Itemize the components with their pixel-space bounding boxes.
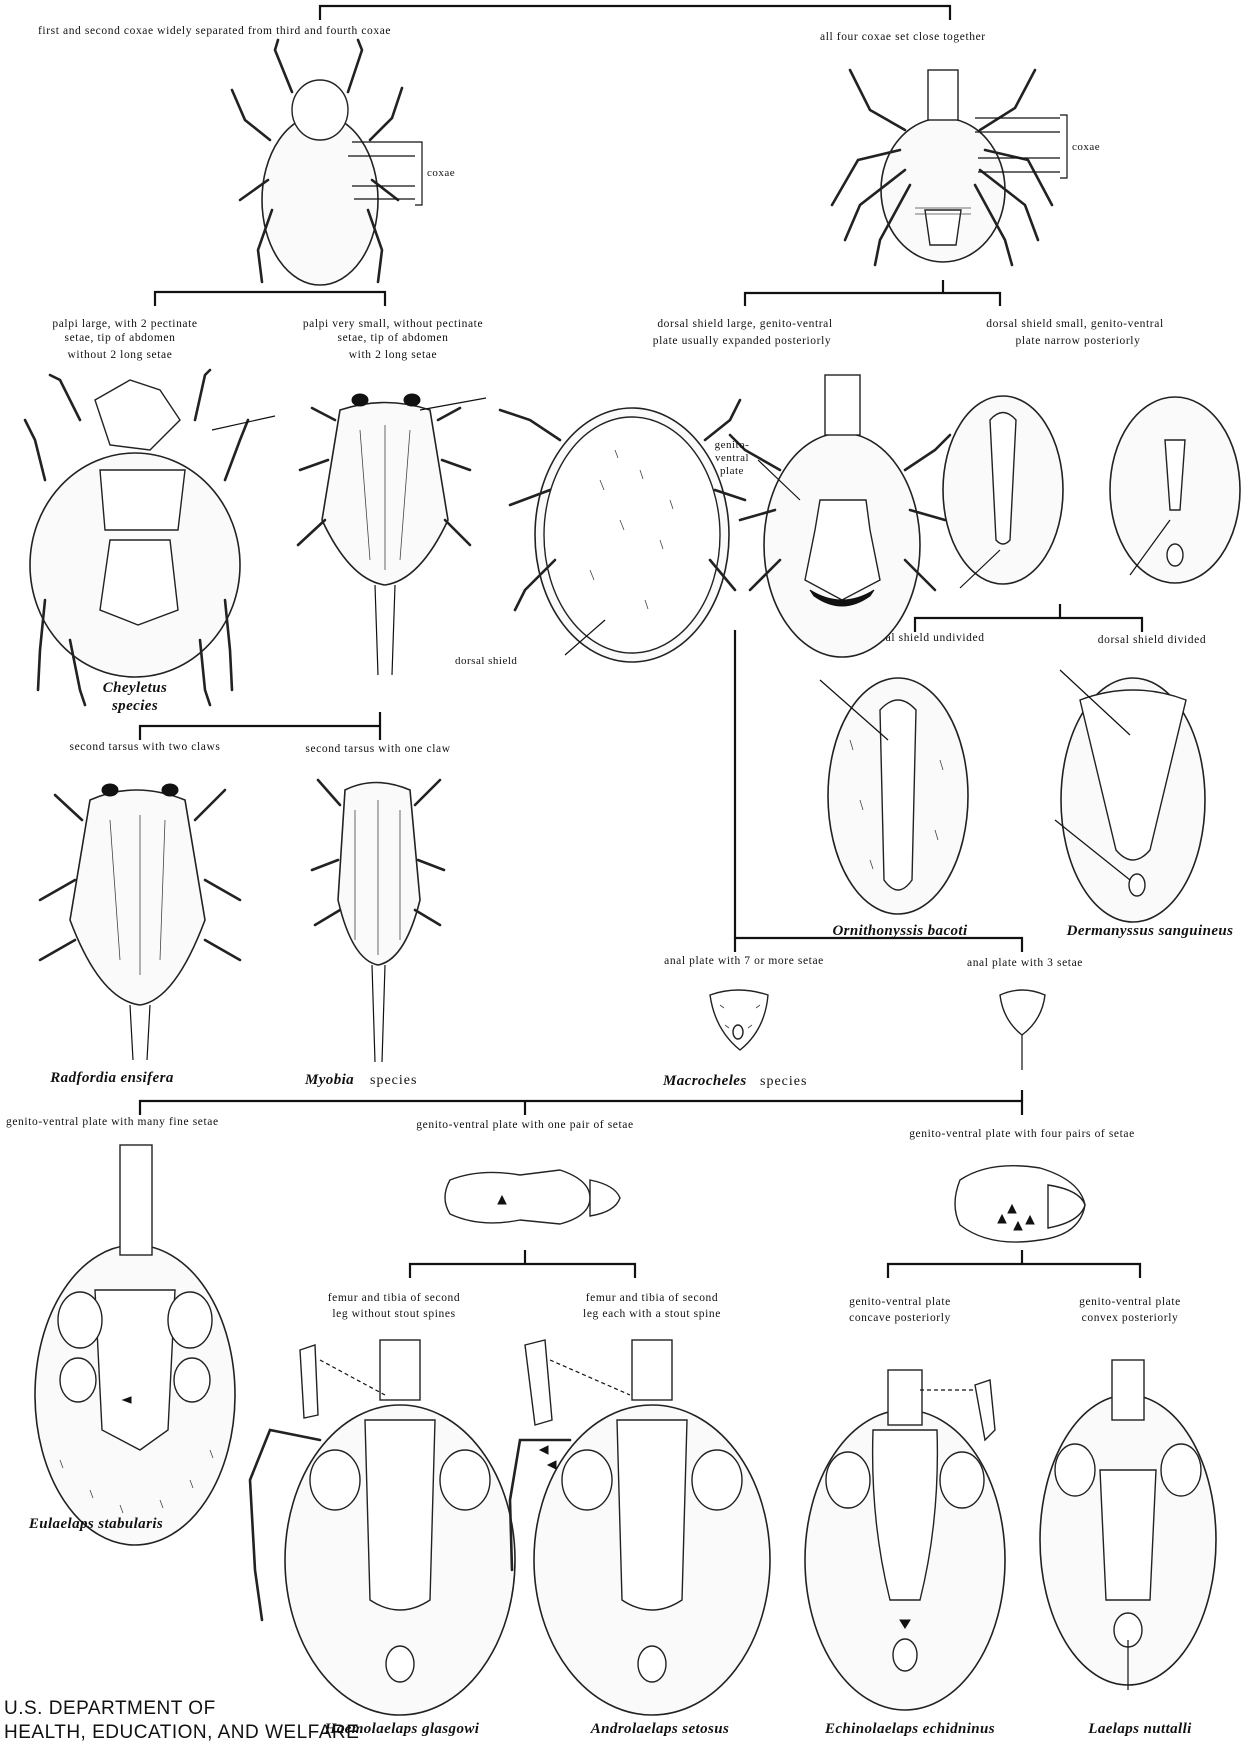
caption-palpi-small-1: palpi very small, without pectinate xyxy=(303,318,483,330)
caption-gv-four-pairs: genito-ventral plate with four pairs of … xyxy=(909,1128,1135,1140)
caption-gv-concave-1: genito-ventral plate xyxy=(849,1296,951,1308)
illustration-genito-ventral-large: genito- ventral plate xyxy=(715,375,950,657)
caption-coxae-separated: first and second coxae widely separated … xyxy=(38,25,391,37)
caption-shield-small-1: dorsal shield small, genito-ventral xyxy=(986,318,1164,330)
caption-no-stout-spines-1: femur and tibia of second xyxy=(328,1292,461,1304)
caption-palpi-large-2: setae, tip of abdomen xyxy=(65,332,176,344)
caption-stout-spine-1: femur and tibia of second xyxy=(586,1292,719,1304)
illustration-dorsal-shield-large: dorsal shield xyxy=(455,400,745,667)
taxon-cheyletus-1: Cheyletus xyxy=(103,680,167,696)
footer-agency: U.S. DEPARTMENT OF HEALTH, EDUCATION, AN… xyxy=(4,1697,359,1745)
taxon-eulaelaps: Eulaelaps stabularis xyxy=(28,1516,163,1532)
illustration-haemolaelaps: Haemolaelaps glasgowi xyxy=(250,1340,515,1737)
illustration-myobia-dorsal xyxy=(298,394,486,675)
label-coxae-left: coxae xyxy=(427,167,455,179)
caption-anal-3-setae: anal plate with 3 setae xyxy=(967,957,1083,969)
label-gv-plate-2: ventral xyxy=(715,452,749,464)
caption-palpi-small-2: setae, tip of abdomen xyxy=(338,332,449,344)
taxon-echinolaelaps: Echinolaelaps echidninus xyxy=(824,1721,995,1737)
illustration-echinolaelaps: Echinolaelaps echidninus xyxy=(805,1370,1005,1737)
illustration-gv-plate-four-pairs xyxy=(955,1166,1085,1242)
illustration-anal-plate-7-setae: Macrocheles species xyxy=(662,990,807,1089)
caption-tarsus-one-claw: second tarsus with one claw xyxy=(305,743,450,755)
caption-palpi-large-3: without 2 long setae xyxy=(68,349,173,361)
footer-line-2: HEALTH, EDUCATION, AND WELFARE xyxy=(4,1721,359,1745)
caption-coxae-close: all four coxae set close together xyxy=(820,31,986,43)
illustration-eulaelaps: Eulaelaps stabularis xyxy=(28,1145,235,1545)
caption-shield-large-2: plate usually expanded posteriorly xyxy=(653,335,831,347)
taxon-macrocheles-genus: Macrocheles xyxy=(662,1073,747,1089)
illustration-androlaelaps: Androlaelaps setosus xyxy=(510,1340,770,1737)
illustration-separated-coxae: coxae xyxy=(232,40,455,285)
caption-tarsus-two-claws: second tarsus with two claws xyxy=(70,741,221,753)
caption-gv-convex-1: genito-ventral plate xyxy=(1079,1296,1181,1308)
illustration-gv-plate-one-pair xyxy=(445,1170,620,1224)
illustration-dermanyssus: Dermanyssus sanguineus xyxy=(1055,670,1233,939)
illustration-radfordia: Radfordia ensifera xyxy=(40,784,240,1086)
caption-gv-concave-2: concave posteriorly xyxy=(849,1312,951,1324)
taxon-macrocheles-rest: species xyxy=(760,1074,807,1089)
caption-palpi-small-3: with 2 long setae xyxy=(349,349,437,361)
illustration-cheyletus: Cheyletus species xyxy=(25,370,275,714)
caption-no-stout-spines-2: leg without stout spines xyxy=(332,1308,455,1320)
taxon-ornithonyssus: Ornithonyssis bacoti xyxy=(832,923,968,939)
taxon-androlaelaps: Androlaelaps setosus xyxy=(590,1721,729,1737)
illustration-ornithonyssus: Ornithonyssis bacoti xyxy=(820,678,968,939)
caption-anal-7-setae: anal plate with 7 or more setae xyxy=(664,955,824,967)
caption-palpi-large-1: palpi large, with 2 pectinate xyxy=(52,318,197,330)
caption-gv-many-setae: genito-ventral plate with many fine seta… xyxy=(6,1116,219,1128)
illustration-close-coxae: coxae xyxy=(832,70,1100,265)
taxon-myobia-rest: species xyxy=(370,1073,417,1088)
caption-stout-spine-2: leg each with a stout spine xyxy=(583,1308,721,1320)
couplet-captions: first and second coxae widely separated … xyxy=(6,25,1206,1324)
caption-shield-large-1: dorsal shield large, genito-ventral xyxy=(657,318,832,330)
caption-gv-convex-2: convex posteriorly xyxy=(1082,1312,1179,1324)
caption-gv-one-pair: genito-ventral plate with one pair of se… xyxy=(416,1119,633,1131)
illustration-anal-plate-3-setae xyxy=(1000,990,1045,1070)
footer-line-1: U.S. DEPARTMENT OF xyxy=(4,1697,359,1721)
taxon-cheyletus-2: species xyxy=(111,698,158,714)
illustration-myobia: Myobia species xyxy=(304,780,444,1088)
caption-shield-divided: dorsal shield divided xyxy=(1098,634,1206,646)
illustration-laelaps: Laelaps nuttalli xyxy=(1040,1360,1216,1737)
label-dorsal-shield: dorsal shield xyxy=(455,655,517,667)
taxon-myobia-genus: Myobia xyxy=(304,1072,354,1088)
taxon-laelaps: Laelaps nuttalli xyxy=(1087,1721,1192,1737)
taxon-radfordia: Radfordia ensifera xyxy=(49,1070,174,1086)
label-gv-plate-3: plate xyxy=(720,465,744,477)
caption-shield-small-2: plate narrow posteriorly xyxy=(1016,335,1141,347)
label-gv-plate-1: genito- xyxy=(715,439,750,451)
label-coxae-right: coxae xyxy=(1072,141,1100,153)
taxon-dermanyssus: Dermanyssus sanguineus xyxy=(1066,923,1234,939)
illustration-dorsal-shield-small-ventral xyxy=(1110,397,1240,583)
illustration-dorsal-shield-small-dorsal xyxy=(943,396,1063,588)
